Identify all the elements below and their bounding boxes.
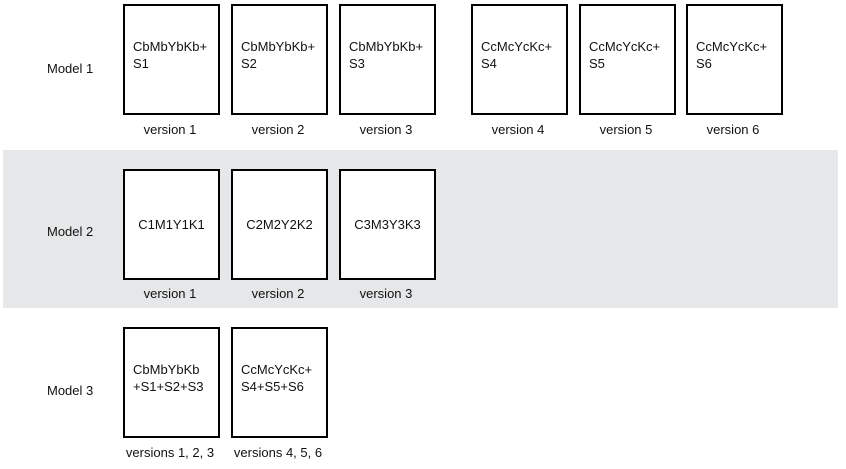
caption: version 6 bbox=[706, 122, 760, 137]
caption: version 2 bbox=[251, 286, 305, 301]
box-text: CcMcYcKc+ S5 bbox=[589, 39, 661, 71]
box-text: CbMbYbKb+ S1 bbox=[133, 39, 208, 71]
box-text: CcMcYcKc+ S4+S5+S6 bbox=[241, 362, 313, 394]
caption: versions 4, 5, 6 bbox=[233, 445, 323, 460]
caption: version 3 bbox=[359, 286, 413, 301]
box-text: C3M3Y3K3 bbox=[354, 217, 421, 232]
model-3-box-1: CbMbYbKb +S1+S2+S3 bbox=[123, 327, 220, 438]
model-3-label: Model 3 bbox=[47, 383, 94, 398]
caption: version 2 bbox=[251, 122, 305, 137]
caption: version 1 bbox=[143, 286, 197, 301]
model-1-box-3: CbMbYbKb+ S3 bbox=[339, 4, 436, 115]
model-2-box-3: C3M3Y3K3 bbox=[339, 169, 436, 280]
caption: version 3 bbox=[359, 122, 413, 137]
box-text: CbMbYbKb+ S2 bbox=[241, 39, 316, 71]
caption: version 4 bbox=[491, 122, 545, 137]
caption: version 1 bbox=[143, 122, 197, 137]
model-1-box-1: CbMbYbKb+ S1 bbox=[123, 4, 220, 115]
model-2-label: Model 2 bbox=[47, 224, 94, 239]
model-1-box-6: CcMcYcKc+ S6 bbox=[686, 4, 783, 115]
model-1-box-5: CcMcYcKc+ S5 bbox=[579, 4, 676, 115]
caption: versions 1, 2, 3 bbox=[125, 445, 215, 460]
box-text: C2M2Y2K2 bbox=[246, 217, 313, 232]
model-1-box-2: CbMbYbKb+ S2 bbox=[231, 4, 328, 115]
box-text: CbMbYbKb +S1+S2+S3 bbox=[133, 362, 204, 394]
model-1-label: Model 1 bbox=[47, 61, 94, 76]
model-1-box-4: CcMcYcKc+ S4 bbox=[471, 4, 568, 115]
box-text: C1M1Y1K1 bbox=[138, 217, 205, 232]
box-text: CcMcYcKc+ S4 bbox=[481, 39, 553, 71]
model-2-box-2: C2M2Y2K2 bbox=[231, 169, 328, 280]
box-text: CcMcYcKc+ S6 bbox=[696, 39, 768, 71]
box-text: CbMbYbKb+ S3 bbox=[349, 39, 424, 71]
caption: version 5 bbox=[599, 122, 653, 137]
model-3-box-2: CcMcYcKc+ S4+S5+S6 bbox=[231, 327, 328, 438]
model-2-box-1: C1M1Y1K1 bbox=[123, 169, 220, 280]
